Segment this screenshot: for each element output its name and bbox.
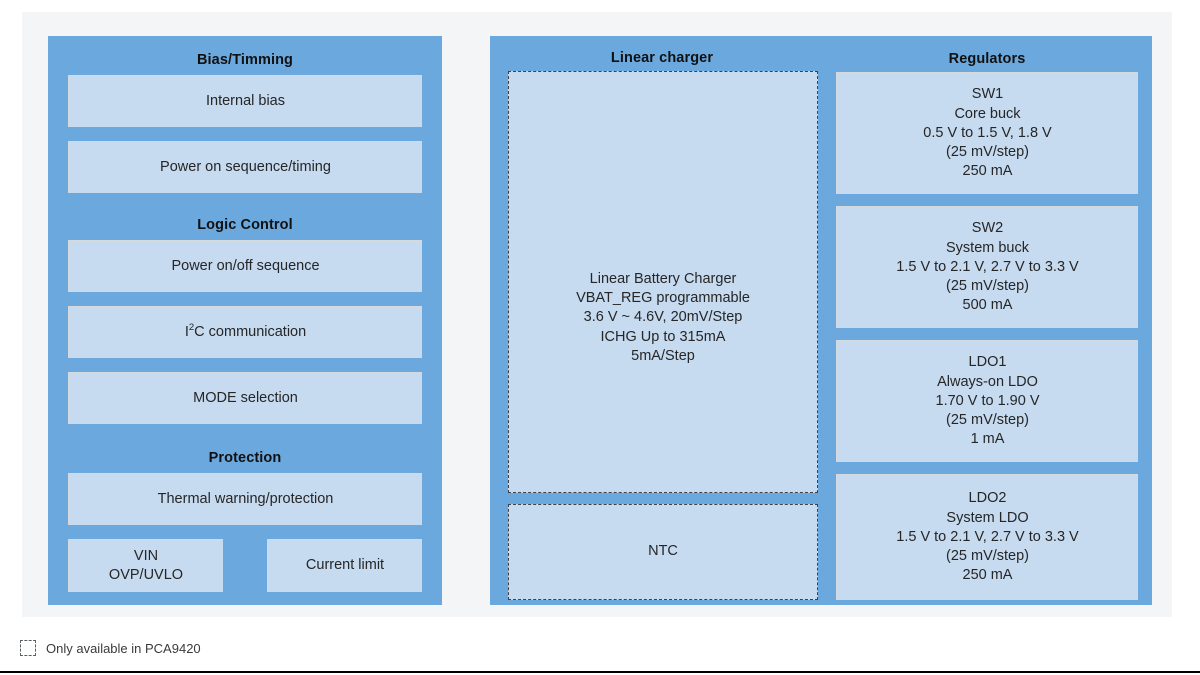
block-line: 1.5 V to 2.1 V, 2.7 V to 3.3 V	[896, 528, 1079, 545]
block-sw1[interactable]: SW1 Core buck 0.5 V to 1.5 V, 1.8 V (25 …	[836, 72, 1138, 194]
diagram-canvas: Bias/Timming Internal bias Power on sequ…	[22, 12, 1172, 617]
block-line: (25 mV/step)	[946, 144, 1029, 161]
section-bias-timing-title: Bias/Timming	[196, 52, 293, 68]
block-line: 250 mA	[962, 567, 1013, 584]
block-ldo2[interactable]: LDO2 System LDO 1.5 V to 2.1 V, 2.7 V to…	[836, 474, 1138, 600]
block-line: SW2	[971, 220, 1004, 237]
block-power-on-sequence-timing[interactable]: Power on sequence/timing	[68, 141, 422, 193]
block-line: (25 mV/step)	[946, 278, 1029, 295]
block-line: Internal bias	[206, 92, 285, 109]
block-line: 5mA/Step	[631, 347, 695, 364]
block-mode-selection[interactable]: MODE selection	[68, 372, 422, 424]
block-line: Core buck	[954, 105, 1021, 122]
block-line: 1.5 V to 2.1 V, 2.7 V to 3.3 V	[896, 258, 1079, 275]
section-bias-timing: Bias/Timming Internal bias Power on sequ…	[48, 36, 442, 204]
block-line: MODE selection	[193, 389, 298, 406]
block-vin-ovp-uvlo[interactable]: VIN OVP/UVLO	[68, 539, 223, 592]
block-line: Thermal warning/protection	[157, 490, 334, 507]
block-line: System LDO	[946, 509, 1029, 526]
block-line: I2C communication	[184, 322, 307, 340]
block-line: ICHG Up to 315mA	[600, 328, 726, 345]
block-line: 1.70 V to 1.90 V	[935, 392, 1040, 409]
block-current-limit[interactable]: Current limit	[267, 539, 422, 592]
block-line: 3.6 V ~ 4.6V, 20mV/Step	[583, 309, 743, 326]
section-charger-regulators: Linear charger Regulators Linear Battery…	[490, 36, 1152, 605]
section-protection: Protection Thermal warning/protection VI…	[48, 434, 442, 605]
legend: Only available in PCA9420	[20, 640, 201, 656]
section-protection-title: Protection	[208, 450, 282, 466]
block-sw2[interactable]: SW2 System buck 1.5 V to 2.1 V, 2.7 V to…	[836, 206, 1138, 328]
block-internal-bias[interactable]: Internal bias	[68, 75, 422, 127]
block-line: NTC	[648, 543, 678, 560]
bottom-divider	[0, 671, 1200, 673]
block-ntc[interactable]: NTC	[508, 504, 818, 600]
section-linear-charger-title: Linear charger	[610, 50, 714, 66]
block-line: (25 mV/step)	[946, 412, 1029, 429]
block-line: Always-on LDO	[937, 373, 1038, 390]
block-line: LDO1	[968, 354, 1007, 371]
block-line: 500 mA	[962, 297, 1013, 314]
section-logic-control: Logic Control Power on/off sequence I2C …	[48, 202, 442, 438]
block-line: Linear Battery Charger	[589, 270, 737, 287]
block-line: Current limit	[305, 557, 385, 574]
block-ldo1[interactable]: LDO1 Always-on LDO 1.70 V to 1.90 V (25 …	[836, 340, 1138, 462]
section-logic-control-title: Logic Control	[197, 217, 293, 233]
block-line: System buck	[946, 239, 1029, 256]
block-line: Power on/off sequence	[171, 257, 320, 274]
block-line: Power on sequence/timing	[160, 158, 331, 175]
block-line: VIN	[133, 547, 159, 564]
block-power-on-off-sequence[interactable]: Power on/off sequence	[68, 240, 422, 292]
block-line: 0.5 V to 1.5 V, 1.8 V	[923, 124, 1052, 141]
block-line: 1 mA	[970, 431, 1005, 448]
block-i2c-communication[interactable]: I2C communication	[68, 306, 422, 358]
block-line: OVP/UVLO	[108, 567, 184, 583]
dashed-box-icon	[20, 640, 36, 656]
block-thermal-warning-protection[interactable]: Thermal warning/protection	[68, 473, 422, 525]
block-line: LDO2	[968, 490, 1007, 507]
block-linear-battery-charger[interactable]: Linear Battery Charger VBAT_REG programm…	[508, 71, 818, 493]
block-line: 250 mA	[962, 163, 1013, 180]
block-line: SW1	[971, 86, 1004, 103]
section-regulators-title: Regulators	[948, 51, 1026, 67]
legend-label: Only available in PCA9420	[46, 640, 201, 656]
block-line: VBAT_REG programmable	[576, 290, 750, 307]
block-line: (25 mV/step)	[946, 548, 1029, 565]
